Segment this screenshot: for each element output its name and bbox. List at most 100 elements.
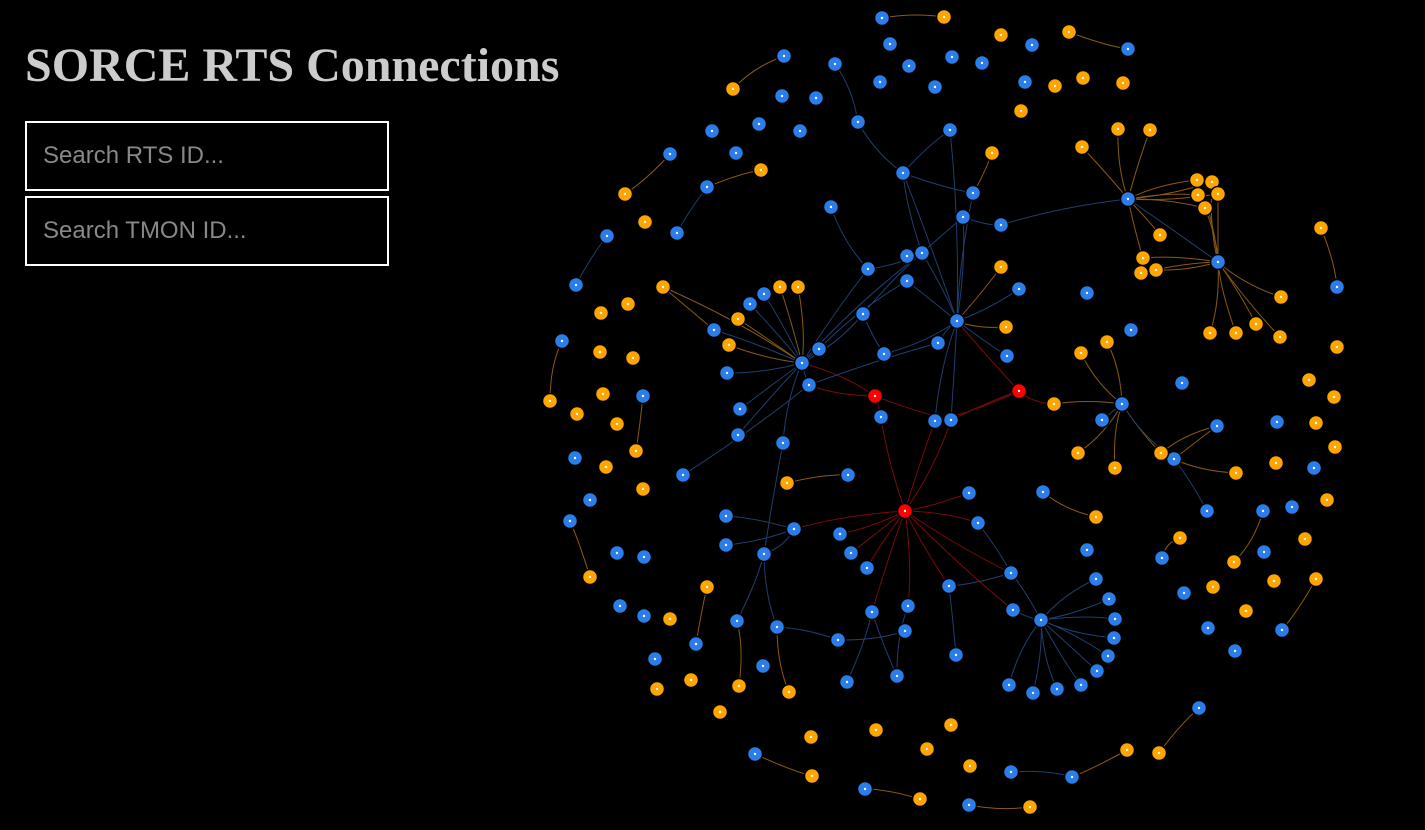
tmon-node[interactable] [1150,744,1168,762]
rts-node[interactable] [954,208,972,226]
tmon-node[interactable] [1021,798,1039,816]
rts-node[interactable] [1078,541,1096,559]
tmon-node[interactable] [729,310,747,328]
tmon-node[interactable] [581,568,599,586]
rts-node[interactable] [1004,601,1022,619]
tmon-node[interactable] [983,144,1001,162]
tmon-node[interactable] [698,578,716,596]
rts-node[interactable] [1122,321,1140,339]
tmon-node[interactable] [1237,602,1255,620]
rts-node[interactable] [635,548,653,566]
tmon-node[interactable] [720,336,738,354]
rts-node[interactable] [698,178,716,196]
tmon-node[interactable] [1134,249,1152,267]
rts-node[interactable] [1072,676,1090,694]
tmon-node[interactable] [634,480,652,498]
rts-node[interactable] [1328,278,1346,296]
rts-node[interactable] [718,364,736,382]
tmon-node[interactable] [608,415,626,433]
rts-node[interactable] [705,321,723,339]
rts-node[interactable] [1088,662,1106,680]
rts-node[interactable] [1255,543,1273,561]
tmon-node[interactable] [997,318,1015,336]
rts-node[interactable] [948,312,966,330]
tmon-node[interactable] [867,721,885,739]
tmon-node[interactable] [1326,438,1344,456]
tmon-node[interactable] [1201,324,1219,342]
rts-node[interactable] [773,87,791,105]
rts-node[interactable] [881,35,899,53]
rts-node[interactable] [964,184,982,202]
rts-node[interactable] [913,244,931,262]
rts-node[interactable] [1023,36,1041,54]
rts-node[interactable] [1105,629,1123,647]
rts-node[interactable] [566,449,584,467]
tmon-node[interactable] [992,258,1010,276]
tmon-node[interactable] [627,442,645,460]
tmon-node[interactable] [1072,344,1090,362]
rts-node[interactable] [1063,768,1081,786]
rts-node[interactable] [567,276,585,294]
rts-node[interactable] [807,89,825,107]
tmon-node[interactable] [1189,186,1207,204]
rts-node[interactable] [1032,611,1050,629]
tmon-search-input[interactable] [25,196,389,266]
rts-node[interactable] [943,48,961,66]
rts-node[interactable] [888,667,906,685]
tmon-node[interactable] [1045,395,1063,413]
rts-node[interactable] [871,73,889,91]
rts-node[interactable] [896,622,914,640]
rts-node[interactable] [755,545,773,563]
rts-node[interactable] [1305,459,1323,477]
rts-node[interactable] [826,55,844,73]
rts-node[interactable] [1100,590,1118,608]
tmon-node[interactable] [1307,414,1325,432]
tmon-node[interactable] [1188,171,1206,189]
tmon-node[interactable] [961,757,979,775]
tmon-node[interactable] [1060,23,1078,41]
tmon-node[interactable] [591,343,609,361]
rts-node[interactable] [926,78,944,96]
tmon-node[interactable] [771,278,789,296]
rts-node[interactable] [822,198,840,216]
tmon-node[interactable] [1227,464,1245,482]
rts-node[interactable] [849,113,867,131]
tmon-node[interactable] [1267,454,1285,472]
tmon-node[interactable] [682,671,700,689]
tmon-node[interactable] [594,385,612,403]
rts-node[interactable] [1078,284,1096,302]
tmon-node[interactable] [935,8,953,26]
tmon-node[interactable] [592,304,610,322]
rts-node[interactable] [831,525,849,543]
rts-node[interactable] [661,145,679,163]
rts-node[interactable] [1273,621,1291,639]
tmon-node[interactable] [752,161,770,179]
tmon-node[interactable] [1109,120,1127,138]
rts-node[interactable] [838,673,856,691]
tmon-node[interactable] [541,392,559,410]
tmon-node[interactable] [636,213,654,231]
rts-node[interactable] [1283,498,1301,516]
rts-node[interactable] [646,650,664,668]
tmon-node[interactable] [1141,121,1159,139]
rts-node[interactable] [793,354,811,372]
rts-node[interactable] [727,144,745,162]
rts-node[interactable] [1048,680,1066,698]
rts-node[interactable] [608,544,626,562]
rts-node[interactable] [635,607,653,625]
rts-node[interactable] [1209,253,1227,271]
rts-node[interactable] [829,631,847,649]
tmon-node[interactable] [1171,529,1189,547]
rts-node[interactable] [940,577,958,595]
tmon-node[interactable] [918,740,936,758]
tmon-node[interactable] [730,677,748,695]
rts-node[interactable] [561,512,579,530]
rts-node[interactable] [1002,564,1020,582]
tmon-node[interactable] [1147,261,1165,279]
rts-node[interactable] [598,227,616,245]
rts-search-input[interactable] [25,121,389,191]
rts-node[interactable] [791,122,809,140]
tmon-node[interactable] [1151,226,1169,244]
rts-node[interactable] [785,520,803,538]
tmon-node[interactable] [1196,199,1214,217]
